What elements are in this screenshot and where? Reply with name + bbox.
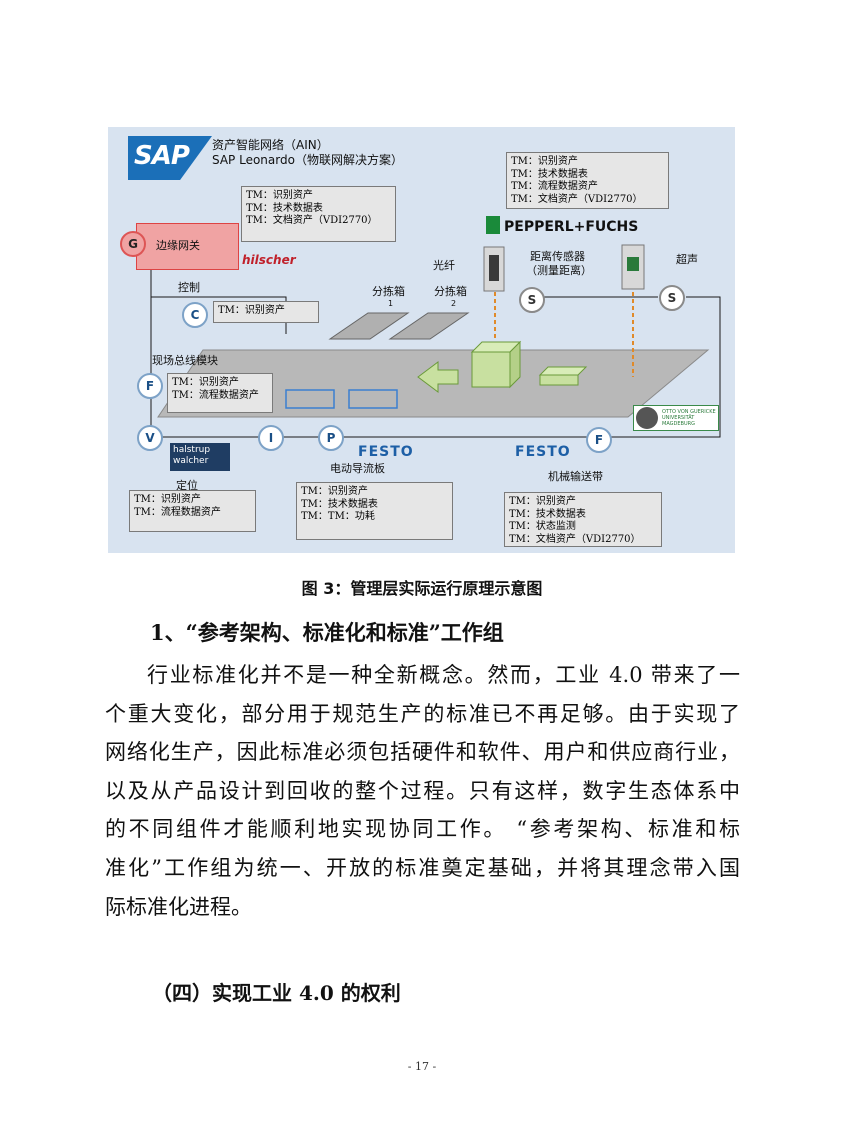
positioning-circle: V — [137, 425, 163, 451]
fiber-sensor-circle: S — [519, 287, 545, 313]
paragraph-line: 个重大变化，部分用于规范生产的标准已不再足够。由于实现了 — [105, 701, 740, 726]
interface-circle: I — [258, 425, 284, 451]
direction-arrow — [417, 361, 459, 393]
sorter-bin-1 — [328, 312, 410, 340]
distance-measure-label: （测量距离） — [526, 264, 592, 277]
paragraph-line: 的不同组件才能顺利地实现协同工作。 “参考架构、标准和标 — [105, 817, 740, 842]
fiber-label: 光纤 — [433, 259, 455, 272]
sorter-1-label: 分拣箱 — [372, 285, 405, 298]
sap-description: 资产智能网络（AIN） SAP Leonardo（物联网解决方案） — [212, 138, 403, 168]
paragraph-line: 网络化生产，因此标准必须包括硬件和软件、用户和供应商行业， — [105, 740, 740, 765]
subsection-heading: （四）实现工业 4.0 的权利 — [152, 981, 401, 1005]
gateway-circle: G — [120, 231, 146, 257]
ultrasonic-sensor-circle: S — [659, 285, 685, 311]
conveyor-label: 机械输送带 — [548, 470, 603, 483]
university-logo: OTTO VON GUERICKE UNIVERSITÄT MAGDEBURG — [633, 405, 719, 431]
guide-plate-label: 电动导流板 — [330, 462, 385, 475]
positioning-label: 定位 — [176, 479, 198, 492]
paragraph-line: 准化”工作组为统一、开放的标准奠定基础，并将其理念带入国 — [105, 855, 740, 880]
sorter-2-number: 2 — [451, 299, 457, 308]
figure-drawing — [150, 237, 721, 438]
paragraph-line: 行业标准化并不是一种全新概念。然而，工业 4.0 带来了一 — [147, 663, 740, 687]
guide-plate-circle: P — [318, 425, 344, 451]
sap-line-2: SAP Leonardo（物联网解决方案） — [212, 153, 403, 167]
slot-2 — [348, 389, 398, 409]
tm-box-control: TM：识别资产 — [213, 301, 319, 323]
ultrasonic-label: 超声 — [676, 253, 698, 266]
distance-sensor-label: 距离传感器 — [530, 250, 585, 263]
festo-logo-1: FESTO — [358, 444, 414, 460]
fieldbus-label: 现场总线模块 — [152, 354, 218, 367]
control-circle: C — [182, 302, 208, 328]
pepperl-fuchs-logo: PEPPERL+FUCHS — [486, 216, 638, 235]
section-heading: 1、“参考架构、标准化和标准”工作组 — [150, 620, 504, 645]
fieldbus-circle: F — [137, 373, 163, 399]
sorter-bin-2 — [388, 312, 470, 340]
page-number: - 17 - — [407, 1060, 437, 1073]
edge-gateway — [136, 223, 239, 270]
architecture-figure: SAP 资产智能网络（AIN） SAP Leonardo（物联网解决方案） TM… — [108, 127, 735, 553]
conveyor-circle: F — [586, 427, 612, 453]
control-label: 控制 — [178, 281, 200, 294]
body-paragraph: 行业标准化并不是一种全新概念。然而，工业 4.0 带来了一 个重大变化，部分用于… — [105, 656, 740, 926]
sap-line-1: 资产智能网络（AIN） — [212, 138, 329, 152]
slot-1 — [285, 389, 335, 409]
flat-package — [539, 374, 579, 386]
paragraph-line: 际标准化进程。 — [105, 894, 252, 919]
sorter-2-label: 分拣箱 — [434, 285, 467, 298]
festo-logo-2: FESTO — [515, 444, 571, 460]
figure-caption: 图 3：管理层实际运行原理示意图 — [301, 579, 543, 598]
sorter-1-number: 1 — [388, 299, 394, 308]
hilscher-logo: hilscher — [242, 253, 296, 267]
paragraph-line: 以及从产品设计到回收的整个过程。只有这样，数字生态体系中 — [105, 778, 740, 803]
edge-gateway-label: 边缘网关 — [156, 239, 200, 252]
green-cube — [471, 351, 511, 388]
